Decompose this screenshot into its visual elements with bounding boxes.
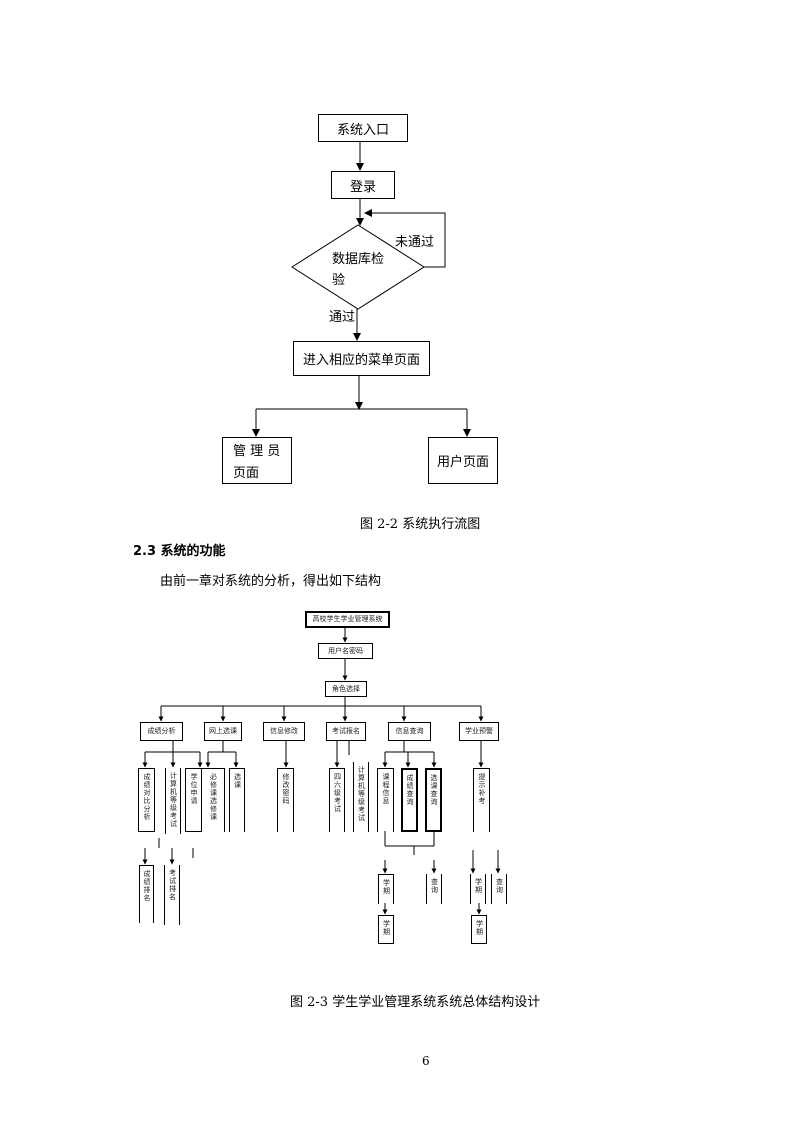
module-box-3: 信息修改 (263, 722, 305, 741)
login-box: 登录 (331, 171, 395, 199)
menu-page-label: 进入相应的菜单页面 (302, 353, 420, 368)
module-label-1: 成绩分析 (147, 727, 176, 735)
mod5-great-1-label: 学期 (382, 920, 391, 936)
mod2-child-2: 选课 (229, 768, 245, 832)
mod1-grand-1-label: 成绩排名 (143, 870, 151, 902)
mod2-child-1-label: 必修课选修课 (209, 773, 218, 821)
login-label: 登录 (349, 179, 376, 195)
mod1-child-3: 学位申请 (185, 768, 202, 832)
mod1-child-2: 计算机等级考试 (165, 768, 181, 834)
mod1-child-3-label: 学位申请 (190, 773, 198, 805)
mod5-child-2-label: 成绩查询 (406, 774, 414, 806)
mod1-grand-2-label: 考试排名 (168, 869, 177, 901)
mod6-grand-2: 查询 (491, 874, 507, 904)
mod4-child-2: 计算机等级考试 (353, 762, 369, 832)
mod3-child-1: 修改密码 (277, 768, 294, 832)
section-heading-2-3: 2.3 系统的功能 (133, 544, 226, 559)
fail-label: 未通过 (395, 235, 435, 250)
figure-caption-2-3: 图 2-3 学生学业管理系统系统总体结构设计 (290, 995, 541, 1010)
module-label-5: 信息查询 (395, 727, 424, 735)
user-page-label: 用户页面 (436, 455, 489, 470)
mod5-child-2: 成绩查询 (401, 768, 418, 832)
mod1-child-1-label: 成绩对比分析 (143, 773, 151, 821)
structure-level2-box: 用户名密码 (318, 643, 373, 659)
mod6-grand-1: 学期 (470, 874, 486, 904)
menu-page-box: 进入相应的菜单页面 (293, 341, 430, 376)
admin-page-label-line2: 页面 (233, 466, 260, 481)
db-check-label-line1: 数据库检 (332, 252, 385, 267)
structure-level3-label: 角色选择 (332, 684, 360, 693)
structure-top-label: 高校学生学业管理系统 (312, 615, 383, 623)
module-box-5: 信息查询 (388, 722, 431, 741)
mod3-child-1-label: 修改密码 (282, 773, 290, 805)
module-box-6: 学业预警 (459, 722, 499, 741)
mod5-grand-2-label: 查询 (430, 878, 439, 894)
mod6-grand-1-label: 学期 (474, 878, 483, 894)
intro-paragraph: 由前一章对系统的分析，得出如下结构 (160, 574, 382, 589)
mod6-child-1: 提示补考 (473, 768, 490, 832)
mod2-child-2-label: 选课 (233, 773, 242, 789)
structure-level2-label: 用户名密码 (328, 646, 363, 655)
system-entry-box: 系统入口 (318, 114, 408, 142)
mod2-child-1: 必修课选修课 (201, 768, 225, 832)
module-label-2: 网上选课 (209, 727, 237, 735)
module-label-3: 信息修改 (270, 727, 298, 735)
mod6-great-1: 学期 (471, 915, 487, 944)
figure-caption-2-2: 图 2-2 系统执行流图 (360, 517, 481, 532)
mod1-child-2-label: 计算机等级考试 (169, 772, 178, 828)
mod4-child-1: 四六级考试 (329, 768, 345, 832)
admin-page-label-line1: 管 理 员 (233, 444, 281, 459)
db-check-label-line2: 验 (332, 273, 346, 288)
structure-level3-box: 角色选择 (325, 681, 367, 697)
mod6-great-1-label: 学期 (475, 920, 484, 936)
pass-label: 通过 (329, 310, 356, 325)
mod4-child-1-label: 四六级考试 (333, 773, 342, 813)
module-box-4: 考试报名 (326, 722, 366, 741)
mod5-child-3-label: 选课查询 (430, 774, 438, 806)
module-label-6: 学业预警 (465, 727, 493, 735)
module-box-2: 网上选课 (204, 722, 242, 741)
mod1-grand-1: 成绩排名 (139, 865, 154, 923)
mod5-great-1: 学期 (378, 915, 394, 944)
mod5-child-1: 课程信息 (377, 768, 394, 832)
mod6-child-1-label: 提示补考 (478, 773, 486, 805)
mod4-child-2-label: 计算机等级考试 (357, 766, 366, 822)
mod1-grand-2: 考试排名 (164, 865, 180, 925)
module-box-1: 成绩分析 (140, 722, 183, 741)
system-entry-label: 系统入口 (336, 122, 389, 138)
module-label-4: 考试报名 (332, 727, 360, 735)
mod6-grand-2-label: 查询 (495, 878, 504, 894)
page-number: 6 (422, 1054, 430, 1068)
structure-top-box: 高校学生学业管理系统 (305, 611, 390, 628)
mod5-grand-1-label: 学期 (382, 879, 391, 895)
admin-page-box: 管 理 员 页面 (222, 437, 292, 484)
mod5-child-1-label: 课程信息 (382, 773, 390, 805)
mod5-grand-1: 学期 (378, 874, 394, 904)
mod5-grand-2: 查询 (426, 874, 442, 904)
mod5-child-3: 选课查询 (425, 768, 442, 832)
user-page-box: 用户页面 (428, 437, 498, 484)
mod1-child-1: 成绩对比分析 (138, 768, 155, 832)
